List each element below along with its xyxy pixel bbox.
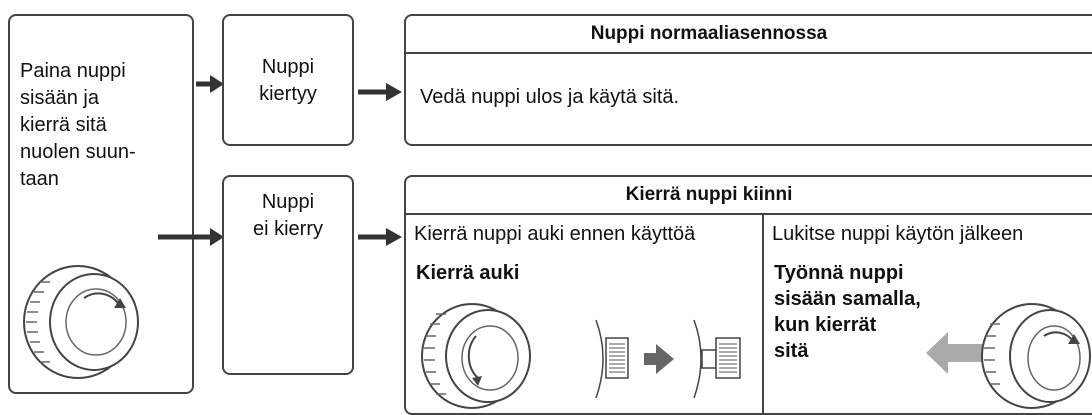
step1-text: Paina nuppi sisään ja kierrä sitä nuolen… <box>20 58 190 193</box>
lock-action-line: kun kierrät <box>774 314 877 336</box>
step1-line: sisään ja <box>20 87 99 109</box>
knob-rotate-icon <box>23 265 139 379</box>
normal-title: Nuppi normaaliasennossa <box>406 16 1092 54</box>
step1-line: Paina nuppi <box>20 60 126 82</box>
unlock-action: Kierrä auki <box>416 262 520 284</box>
branch-not-turn-line: ei kierry <box>252 218 323 240</box>
branch-turns-line: kiertyy <box>259 83 317 105</box>
branch-not-turn-line: Nuppi <box>261 191 315 213</box>
knob-unscrew-icon <box>421 303 531 409</box>
branch-turns-line: Nuppi <box>261 56 315 78</box>
lock-text: Lukitse nuppi käytön jälkeen <box>772 223 1024 245</box>
lock-action-line: sisään samalla, <box>774 288 921 310</box>
branch-not-turn-text: Nuppi ei kierry <box>224 189 352 243</box>
arrow-to-normal <box>358 83 402 101</box>
normal-panel: Nuppi normaaliasennossa Vedä nuppi ulos … <box>404 14 1092 146</box>
lock-action: Työnnä nuppi sisään samalla, kun kierrät… <box>774 260 921 364</box>
branch-not-turn-box: Nuppi ei kierry <box>222 175 354 375</box>
lock-action-line: Työnnä nuppi <box>774 262 904 284</box>
step1-line: nuolen suun- <box>20 141 136 163</box>
screw-in-panel: Kierrä nuppi kiinni Kierrä nuppi auki en… <box>404 175 1092 415</box>
arrow-to-not-turn <box>158 228 224 246</box>
knob-lock-icon <box>981 303 1091 409</box>
branch-turns-text: Nuppi kiertyy <box>224 54 352 108</box>
screw-in-divider <box>762 213 764 413</box>
branch-turns-box: Nuppi kiertyy <box>222 14 354 146</box>
screw-in-title: Kierrä nuppi kiinni <box>406 177 1092 215</box>
knob-side-in-icon <box>595 319 629 399</box>
lock-action-line: sitä <box>774 340 809 362</box>
arrow-to-turns <box>196 75 224 93</box>
arrow-to-screw-in <box>358 228 402 246</box>
push-arrow-icon <box>926 332 984 374</box>
step1-line: taan <box>20 168 59 190</box>
normal-text: Vedä nuppi ulos ja käytä sitä. <box>420 86 680 108</box>
step1-line: kierrä sitä <box>20 114 107 136</box>
unlock-text: Kierrä nuppi auki ennen käyttöä <box>414 223 696 245</box>
knob-side-out-icon <box>693 319 741 399</box>
pull-arrow-icon <box>644 344 674 374</box>
